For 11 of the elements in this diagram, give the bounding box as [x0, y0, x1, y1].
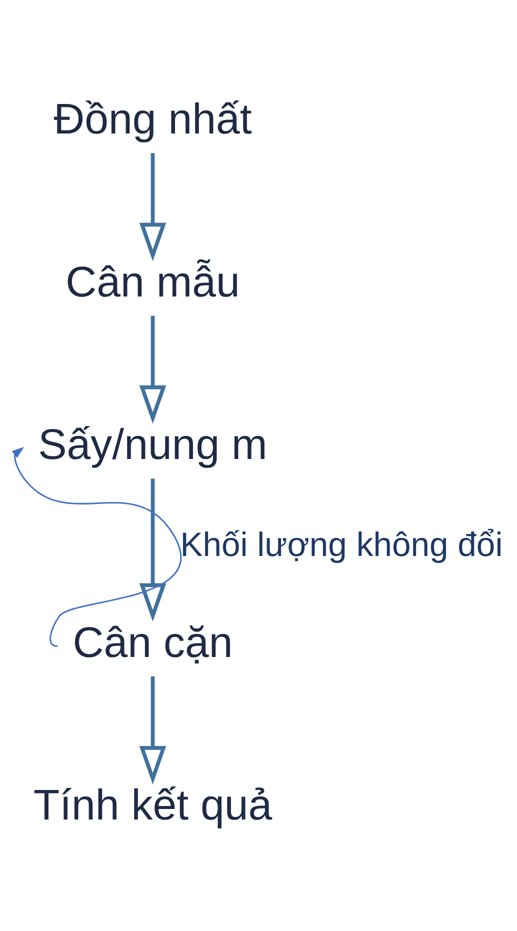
- edge-label: Khối lượng không đổi: [180, 525, 503, 564]
- node-text: Đồng nhất: [54, 95, 252, 144]
- arrow: [139, 152, 166, 261]
- node-text: Cân mẫu: [66, 258, 240, 306]
- node-text: Cân cặn: [72, 618, 233, 666]
- arrow: [139, 676, 166, 784]
- arrow: [139, 478, 166, 622]
- arrow: [139, 315, 166, 424]
- node-text: Tính kết quả: [33, 781, 272, 830]
- node-text: Sấy/nung m: [38, 420, 268, 468]
- arrow: [12, 446, 182, 647]
